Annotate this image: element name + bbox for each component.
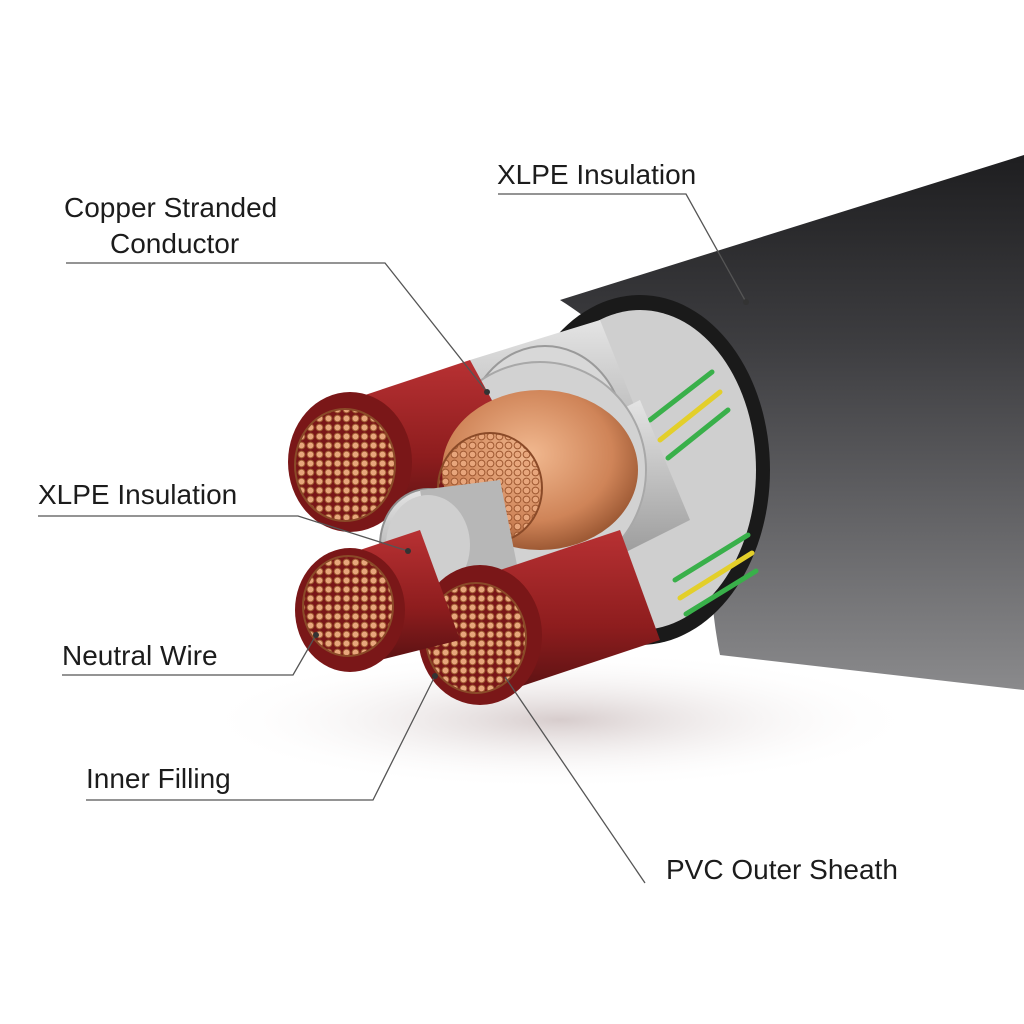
leader-lines: [38, 193, 747, 884]
leader-xlpe-inner: [38, 515, 409, 552]
red-core-top-left: [288, 360, 530, 532]
leader-xlpe-outer: [498, 193, 747, 303]
label-neutral-wire: Neutral Wire: [62, 640, 218, 671]
copper-strands-top-left: [294, 408, 396, 522]
label-copper-conductor-line2: Conductor: [110, 228, 240, 259]
leader-neutral-wire: [62, 634, 317, 676]
cable-shadow: [200, 650, 920, 790]
leader-pvc-sheath: [504, 676, 646, 884]
label-copper-conductor: Copper Stranded Conductor: [64, 190, 277, 262]
red-core-bottom-right: [418, 530, 660, 705]
red-core-bottom-left: [295, 530, 460, 672]
label-xlpe-insulation-outer: XLPE Insulation: [497, 159, 697, 190]
leader-copper-conductor: [66, 262, 488, 393]
label-pvc-outer-sheath: PVC Outer Sheath: [666, 854, 898, 885]
copper-strands-bottom-left: [302, 555, 394, 657]
label-inner-filling: Inner Filling: [86, 763, 231, 794]
earth-tape-strands: [647, 369, 759, 617]
label-xlpe-insulation-inner: XLPE Insulation: [38, 479, 238, 510]
label-copper-conductor-line1: Copper Stranded: [64, 192, 278, 223]
pvc-outer-sheath-body: [560, 155, 1024, 690]
leader-inner-filling: [86, 675, 436, 801]
leader-dots: [313, 299, 749, 679]
